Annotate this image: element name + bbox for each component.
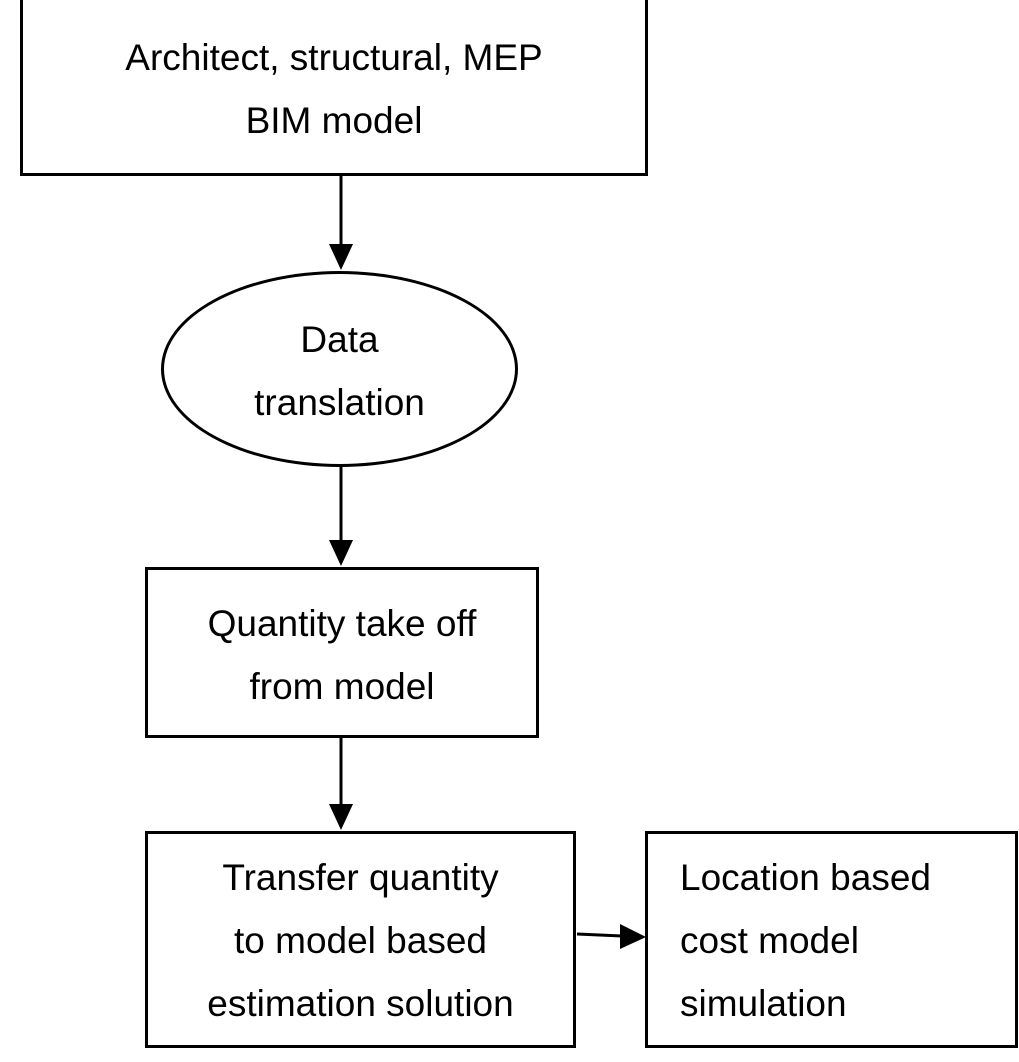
node-location-cost-model-line-2: cost model: [680, 920, 859, 961]
node-transfer-quantity: Transfer quantity to model based estimat…: [145, 831, 576, 1048]
node-quantity-take-off-line-1: Quantity take off: [207, 602, 477, 644]
arrow-qto-to-transfer: [329, 738, 353, 830]
node-transfer-quantity-line-2: to model based: [233, 920, 487, 961]
arrow-translation-to-qto: [329, 467, 353, 566]
node-bim-model: Architect, structural, MEP BIM model: [20, 0, 648, 176]
node-quantity-take-off: Quantity take off from model: [145, 567, 539, 738]
node-quantity-take-off-line-2: from model: [249, 665, 435, 707]
node-transfer-quantity-line-3: estimation solution: [207, 983, 514, 1024]
node-data-translation-line-1: Data: [300, 319, 379, 360]
node-bim-model-line-2: BIM model: [245, 100, 423, 141]
node-transfer-quantity-line-1: Transfer quantity: [222, 857, 499, 898]
node-data-translation: Data translation: [161, 271, 518, 467]
node-location-cost-model: Location based cost model simulation: [645, 831, 1018, 1048]
arrow-transfer-to-location: [576, 924, 646, 949]
node-data-translation-line-2: translation: [254, 382, 425, 423]
node-bim-model-line-1: Architect, structural, MEP: [125, 37, 543, 78]
node-location-cost-model-line-3: simulation: [680, 983, 847, 1024]
node-location-cost-model-line-1: Location based: [680, 857, 931, 898]
arrow-bim-to-translation: [329, 176, 353, 270]
